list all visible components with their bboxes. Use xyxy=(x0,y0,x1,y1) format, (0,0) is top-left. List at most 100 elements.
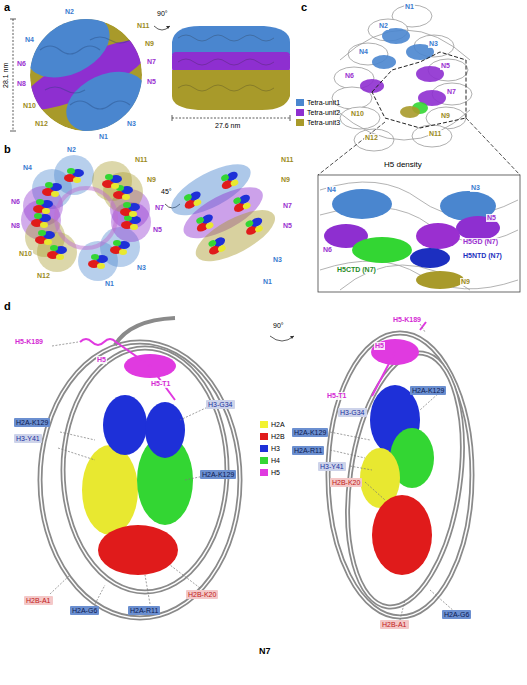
legend-text: Tetra-unit3 xyxy=(307,118,340,127)
residue-box: H2A-G6 xyxy=(70,606,99,615)
text-label: N2 xyxy=(64,8,75,16)
residue-box: H2A-K129 xyxy=(200,470,236,479)
wireframe-model xyxy=(332,5,472,151)
text-label: N5 xyxy=(486,214,497,222)
text-label: N1 xyxy=(262,278,273,286)
residue-box: H2A-K129 xyxy=(14,418,50,427)
text-label: H5-T1 xyxy=(326,392,347,400)
text-label: H5GD (N7) xyxy=(462,238,499,246)
panel-letter: d xyxy=(3,300,12,313)
legend-text: H2A xyxy=(271,420,285,429)
residue-box: H2B-A1 xyxy=(24,596,53,605)
residue-label: H2B-K20 xyxy=(332,479,360,486)
residue-label: H2A-K129 xyxy=(294,429,326,436)
text-label: H5 xyxy=(96,356,107,364)
text-label: N11 xyxy=(136,22,150,30)
legend-text: H2B xyxy=(271,432,285,441)
residue-label: H3-Y41 xyxy=(16,435,40,442)
text-label: N8 xyxy=(10,222,21,230)
legend-item: Tetra-unit1 xyxy=(296,98,340,107)
text-label: N3 xyxy=(428,40,439,48)
residue-label: H2A-R11 xyxy=(294,447,322,454)
legend-swatch xyxy=(296,119,304,126)
text-label: H5NTD (N7) xyxy=(462,252,503,260)
legend-swatch xyxy=(260,469,268,476)
fiber-model xyxy=(164,154,282,271)
text-label: N4 xyxy=(326,186,337,194)
residue-box: H2A-R11 xyxy=(292,446,324,455)
text-label: N2 xyxy=(66,146,77,154)
text-label: N7 xyxy=(282,202,293,210)
text-label: N1 xyxy=(404,3,415,11)
text-label: N12 xyxy=(36,272,51,280)
text-label: N10 xyxy=(18,250,33,258)
text-label: N1 xyxy=(98,133,109,141)
residue-label: H2B-A1 xyxy=(382,621,407,628)
text-label: N7 xyxy=(258,646,272,656)
legend-item: H5 xyxy=(260,468,280,477)
text-label: 45° xyxy=(160,188,173,196)
text-label: N12 xyxy=(34,120,49,128)
text-label: N7 xyxy=(154,204,165,212)
text-label: H5 xyxy=(374,342,385,350)
residue-label: H2B-A1 xyxy=(26,597,51,604)
text-label: N3 xyxy=(136,264,147,272)
text-label: N5 xyxy=(282,222,293,230)
residue-label: H2A-K129 xyxy=(412,387,444,394)
text-label: N9 xyxy=(146,176,157,184)
text-label: N11 xyxy=(280,156,294,164)
residue-label: H2A-R11 xyxy=(130,607,158,614)
text-label: H5 density xyxy=(383,160,423,169)
legend-text: Tetra-unit1 xyxy=(307,98,340,107)
residue-box: H3-G34 xyxy=(206,400,235,409)
text-label: N6 xyxy=(16,60,27,68)
residue-box: H2A-K129 xyxy=(410,386,446,395)
legend-item: H2A xyxy=(260,420,285,429)
legend-item: H3 xyxy=(260,444,280,453)
residue-label: H2A-K129 xyxy=(16,419,48,426)
residue-label: H2A-G6 xyxy=(444,611,469,618)
legend-item: Tetra-unit3 xyxy=(296,118,340,127)
text-label: N9 xyxy=(144,40,155,48)
residue-label: H3-G34 xyxy=(340,409,365,416)
text-label: N4 xyxy=(22,164,33,172)
text-label: N8 xyxy=(16,80,27,88)
residue-box: H2B-A1 xyxy=(380,620,409,629)
residue-box: H2B-K20 xyxy=(330,478,362,487)
fiber-model xyxy=(21,155,151,281)
text-label: N9 xyxy=(460,278,471,286)
residue-box: H3-Y41 xyxy=(318,462,346,471)
text-label: N4 xyxy=(358,48,369,56)
text-label: N3 xyxy=(126,120,137,128)
text-label: N3 xyxy=(470,184,481,192)
legend-item: H4 xyxy=(260,456,280,465)
text-label: N7 xyxy=(446,88,457,96)
text-label: N9 xyxy=(280,176,291,184)
text-label: N9 xyxy=(440,112,451,120)
text-label: N7 xyxy=(146,58,157,66)
legend-swatch xyxy=(296,109,304,116)
text-label: N6 xyxy=(10,198,21,206)
text-label: N1 xyxy=(104,280,115,288)
text-label: 27.6 nm xyxy=(214,122,241,130)
nucleosome-structure xyxy=(40,318,240,618)
legend-swatch xyxy=(260,433,268,440)
legend-swatch xyxy=(260,445,268,452)
nucleosome-structure xyxy=(328,322,477,620)
legend-text: H5 xyxy=(271,468,280,477)
text-label: N11 xyxy=(428,130,442,138)
panel-letter: c xyxy=(300,1,308,14)
inset-density xyxy=(320,182,518,290)
legend-item: Tetra-unit2 xyxy=(296,108,340,117)
panel-letter: a xyxy=(3,1,11,14)
residue-label: H3-Y41 xyxy=(320,463,344,470)
residue-label: H2B-K20 xyxy=(188,591,216,598)
panel-letter: b xyxy=(3,143,12,156)
text-label: N4 xyxy=(24,36,35,44)
text-label: N2 xyxy=(378,22,389,30)
density-map xyxy=(14,2,158,144)
residue-box: H2A-K129 xyxy=(292,428,328,437)
text-label: N5 xyxy=(440,62,451,70)
residue-box: H3-Y41 xyxy=(14,434,42,443)
